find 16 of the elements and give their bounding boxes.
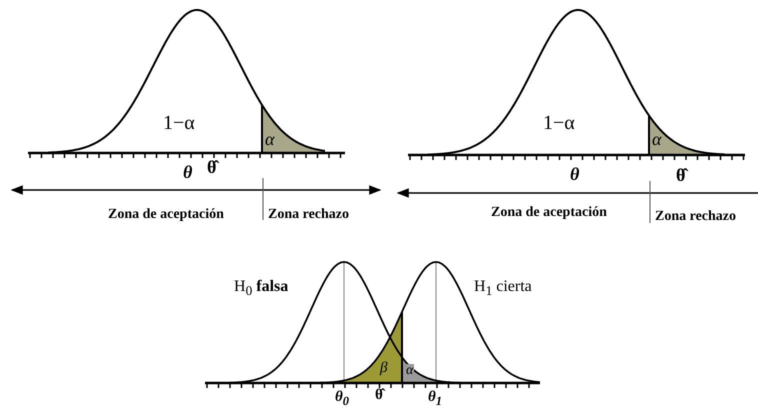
probability-label: 1−α	[163, 113, 195, 133]
estimator-symbol: θ̂	[375, 385, 383, 406]
parameter-symbol: θ	[183, 163, 192, 181]
zone-label: Zona rechazo	[268, 208, 350, 222]
probability-label: α	[652, 130, 662, 148]
zone-label: Zona de aceptación	[491, 206, 607, 220]
parameter-symbol: θ	[570, 165, 580, 183]
probability-label: 1−α	[543, 113, 575, 133]
probability-label: β	[380, 361, 388, 376]
zone-label: Zona de aceptación	[108, 208, 224, 222]
zone-label: Zona rechazo	[655, 210, 736, 224]
hypothesis-label: H$_{1}$ cierta	[474, 279, 532, 298]
parameter-symbol: θ$_{0}$	[335, 390, 350, 408]
parameter-symbol: θ$_{1}$	[428, 390, 442, 408]
probability-label: α	[265, 130, 274, 148]
hypothesis-label: H$_{0}$ falsa	[234, 279, 288, 298]
